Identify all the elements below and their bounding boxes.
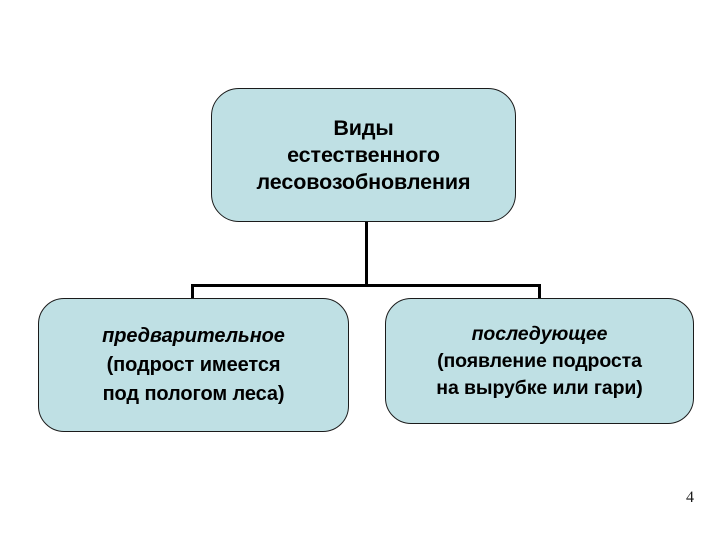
node-root-line-2: естественного — [287, 142, 440, 167]
node-subsequent-line-2: (появление подроста — [437, 349, 642, 372]
node-preliminary-line-3: под пологом леса) — [102, 382, 285, 405]
node-preliminary-line-1: предварительное — [102, 324, 285, 347]
diagram-node-root[interactable]: Виды естественного лесовозобновления — [211, 88, 516, 222]
node-root-line-3: лесовозобновления — [256, 169, 471, 194]
connector-drop-right — [538, 284, 541, 300]
diagram-node-preliminary[interactable]: предварительное (подрост имеется под пол… — [38, 298, 349, 432]
page-number: 4 — [686, 489, 694, 506]
diagram-node-subsequent[interactable]: последующее (появление подроста на выруб… — [385, 298, 694, 424]
connector-drop-left — [191, 284, 194, 300]
connector-vertical-stem — [365, 222, 368, 286]
node-root-line-1: Виды — [333, 115, 394, 140]
node-preliminary-line-2: (подрост имеется — [106, 353, 281, 376]
node-subsequent-line-3: на вырубке или гари) — [436, 376, 643, 399]
connector-horizontal-bar — [191, 284, 541, 287]
node-subsequent-line-1: последующее — [471, 322, 608, 345]
